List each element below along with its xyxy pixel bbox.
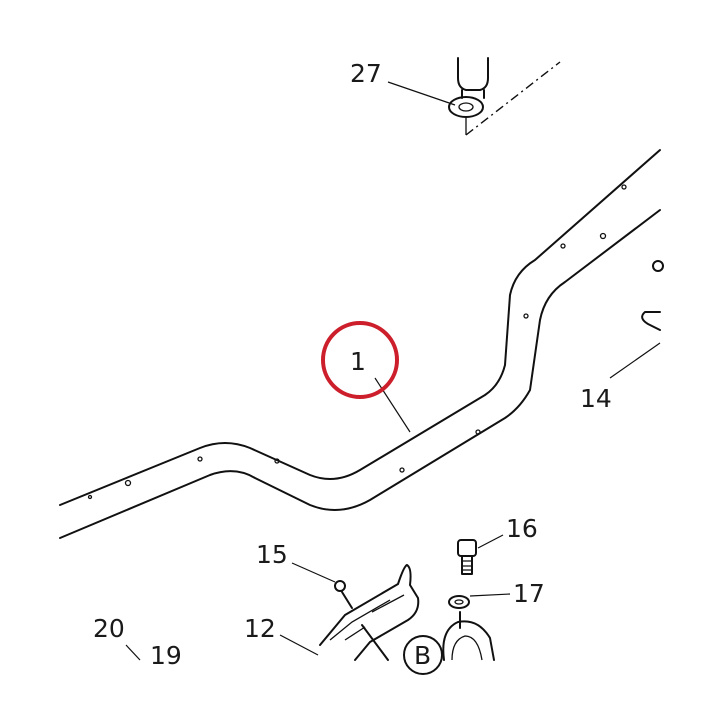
- callout-17[interactable]: 17: [513, 579, 545, 608]
- callout-1[interactable]: 1: [350, 347, 366, 376]
- leader-14: [609, 342, 661, 379]
- mount-bracket[interactable]: [442, 611, 495, 661]
- part-27-fitting[interactable]: [448, 57, 489, 135]
- callout-16[interactable]: 16: [506, 514, 538, 543]
- detail-b-marker[interactable]: B: [403, 635, 443, 675]
- part-14-bracket[interactable]: [641, 260, 664, 331]
- callout-15[interactable]: 15: [256, 540, 288, 569]
- callout-1-highlight-ring: [321, 321, 399, 399]
- part-27-centerline: [465, 61, 561, 136]
- leader-27: [387, 81, 456, 106]
- leader-1: [374, 377, 411, 433]
- part-16-bolt[interactable]: [457, 539, 477, 575]
- leader-15: [291, 562, 336, 583]
- leader-16: [477, 534, 504, 549]
- callout-14[interactable]: 14: [580, 384, 612, 413]
- callout-20[interactable]: 20: [93, 614, 125, 643]
- leader-12: [279, 634, 319, 656]
- part-15-screw[interactable]: [334, 580, 353, 609]
- callout-b: B: [414, 641, 431, 670]
- part-17-washer[interactable]: [448, 595, 470, 609]
- leader-20: [125, 644, 141, 661]
- callout-19[interactable]: 19: [150, 641, 182, 670]
- part-12-bracket[interactable]: [319, 564, 420, 661]
- callout-27[interactable]: 27: [350, 59, 382, 88]
- part-1-frame-rail[interactable]: [59, 149, 661, 539]
- leader-17: [469, 593, 511, 597]
- callout-12[interactable]: 12: [244, 614, 276, 643]
- rail-mounting-holes: [87, 184, 627, 500]
